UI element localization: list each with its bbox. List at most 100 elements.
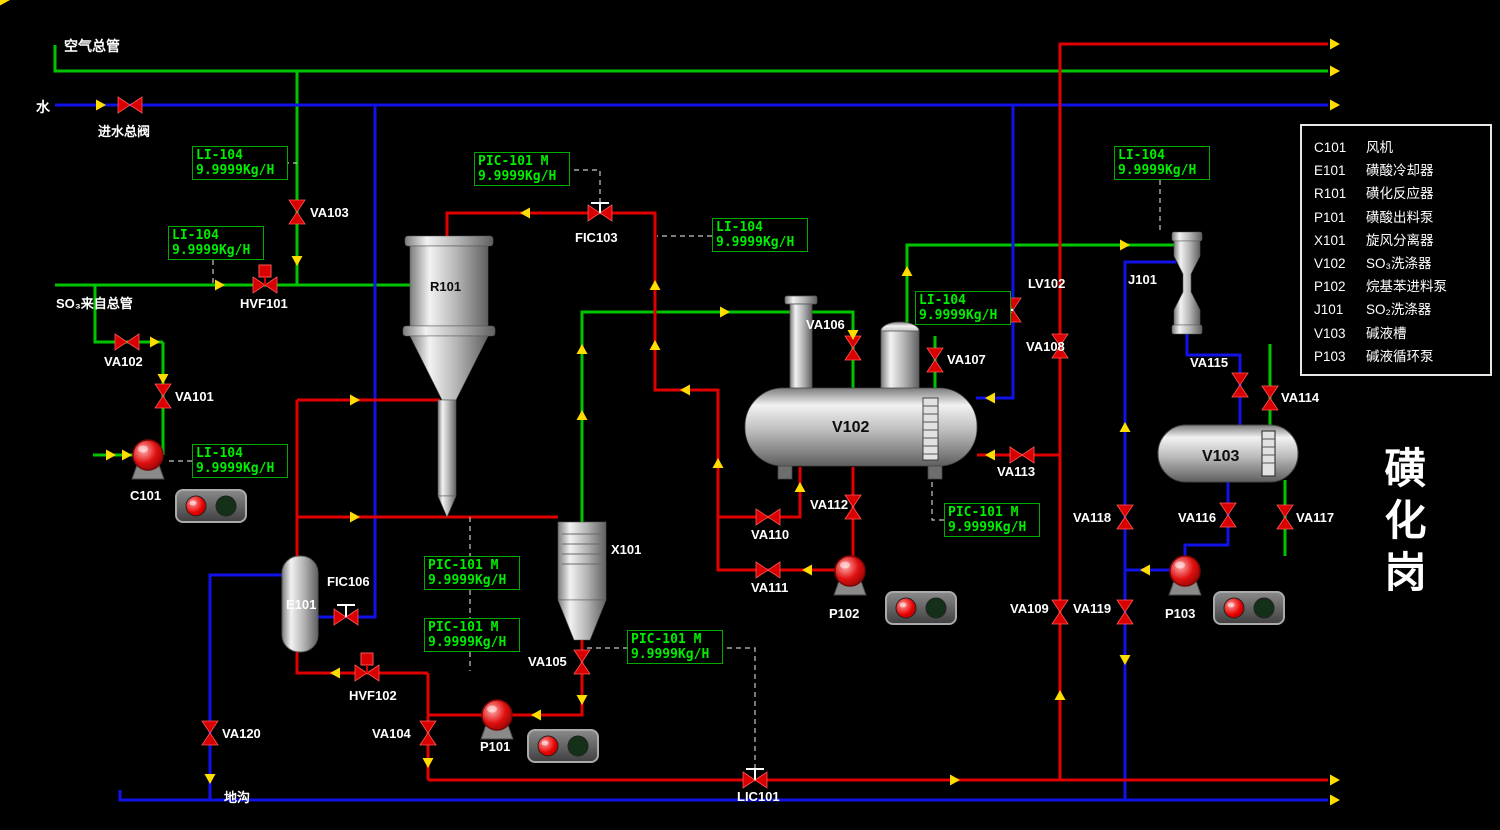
- pipe-recirc-e101: [295, 652, 428, 675]
- valve-va116[interactable]: [1219, 502, 1237, 528]
- valve-va103[interactable]: [288, 199, 306, 225]
- valve-label-va104: VA104: [372, 726, 411, 741]
- pump-p102[interactable]: [833, 555, 867, 596]
- valve-va111[interactable]: [755, 561, 781, 579]
- valve-va107[interactable]: [926, 347, 944, 373]
- valve-label-fic103: FIC103: [575, 230, 618, 245]
- status-panel-p101[interactable]: [527, 729, 599, 763]
- reactor-r101: [402, 235, 496, 518]
- equip-label-p101: P101: [480, 739, 511, 754]
- valve-label-va120: VA120: [222, 726, 261, 741]
- trench-label: 地沟: [224, 790, 251, 805]
- pipe-j101-drain: [1185, 330, 1242, 427]
- valve-label-va115: VA115: [1190, 355, 1229, 370]
- pump-p103[interactable]: [1168, 555, 1202, 596]
- valve-va117[interactable]: [1276, 504, 1294, 530]
- water-label: 水: [36, 99, 50, 115]
- fan-c101[interactable]: [131, 439, 165, 480]
- valve-label-va118: VA118: [1073, 510, 1112, 525]
- pipe-so3-branch: [93, 285, 163, 344]
- valve-label-va114: VA114: [1281, 390, 1320, 405]
- valve-va114[interactable]: [1261, 385, 1279, 411]
- valve-label-lic101: LIC101: [737, 789, 780, 804]
- signal-lines: [166, 162, 1161, 768]
- equip-label-e101: E101: [286, 597, 317, 612]
- valve-label-va116: VA116: [1178, 510, 1217, 525]
- valve-label-fic106: FIC106: [327, 574, 370, 589]
- equip-label-v103: V103: [1202, 448, 1240, 465]
- status-panel-p103[interactable]: [1213, 591, 1285, 625]
- valve-va120[interactable]: [201, 720, 219, 746]
- valve-va109[interactable]: [1051, 599, 1069, 625]
- valve-va110[interactable]: [755, 508, 781, 526]
- valve-va119[interactable]: [1116, 599, 1134, 625]
- pipe-right-riser: [1058, 42, 1328, 780]
- valve-label-va102: VA102: [104, 354, 143, 369]
- equip-label-v102: V102: [832, 419, 870, 436]
- valve-va115[interactable]: [1231, 372, 1249, 398]
- equip-label-x101: X101: [611, 542, 642, 557]
- so3-source-label: SO₃来自总管: [56, 296, 133, 311]
- valve-va102[interactable]: [114, 333, 140, 351]
- valve-label-va106: VA106: [806, 317, 845, 332]
- pipe-alkali-riser: [1123, 260, 1176, 800]
- valve-label-va108: VA108: [1026, 339, 1065, 354]
- scrubber-v102: [744, 295, 978, 480]
- valve-label-va113: VA113: [997, 464, 1036, 479]
- pipe-p102-feed-r101: [445, 211, 836, 572]
- valve-va118[interactable]: [1116, 504, 1134, 530]
- valve-label-hvf102: HVF102: [349, 688, 397, 703]
- valve-label-hvf101: HVF101: [240, 296, 288, 311]
- air-main-label: 空气总管: [64, 38, 120, 54]
- pipe-cooling-supply: [318, 105, 377, 619]
- valve-label-va112: VA112: [810, 497, 849, 512]
- equip-label-c101: C101: [130, 488, 162, 503]
- pump-p101[interactable]: [480, 699, 514, 740]
- equip-label-r101: R101: [430, 279, 462, 294]
- valve-va101[interactable]: [154, 383, 172, 409]
- valve-va104[interactable]: [419, 720, 437, 746]
- pipe-v102-gas-out: [905, 243, 1176, 328]
- venturi-j101: [1171, 231, 1203, 335]
- pipe-x101-bottoms: [511, 640, 584, 717]
- valve-label-va107: VA107: [947, 352, 986, 367]
- valve-va105[interactable]: [573, 649, 591, 675]
- page-title: 磺化岗: [1379, 446, 1426, 602]
- valve-label-va101: VA101: [175, 389, 214, 404]
- status-panel-p102[interactable]: [885, 591, 957, 625]
- status-panel-c101[interactable]: [175, 489, 247, 523]
- pipe-air-main: [53, 45, 1328, 73]
- cooler-e101: [281, 555, 319, 653]
- cyclone-x101: [557, 521, 607, 641]
- valve-va113[interactable]: [1009, 446, 1035, 464]
- valve-inlet-main[interactable]: [117, 96, 143, 114]
- valve-label-lv102: LV102: [1028, 276, 1066, 291]
- valve-label-va103: VA103: [310, 205, 349, 220]
- pipe-trench: [118, 790, 1328, 802]
- valve-label-va110: VA110: [751, 527, 790, 542]
- tank-v103: [1157, 424, 1299, 483]
